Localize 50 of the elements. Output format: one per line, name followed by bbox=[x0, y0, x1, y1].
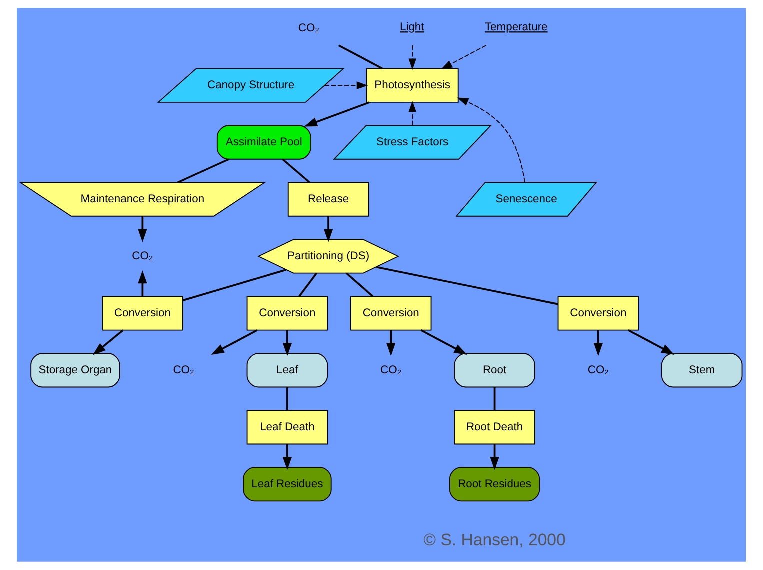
node-box: Leaf Residues bbox=[243, 467, 332, 502]
connector bbox=[494, 387, 496, 410]
node-box: Leaf Death bbox=[246, 410, 328, 445]
node-box: Photosynthesis bbox=[366, 68, 459, 103]
arrow bbox=[408, 45, 417, 70]
node-box: Conversion bbox=[350, 296, 432, 331]
node-box: Root bbox=[454, 353, 536, 388]
node-box: Stem bbox=[661, 353, 743, 388]
connector bbox=[182, 269, 287, 302]
node-box: Assimilate Pool bbox=[216, 125, 312, 160]
connector bbox=[177, 158, 230, 184]
connector bbox=[346, 272, 374, 298]
arrow bbox=[490, 444, 500, 470]
arrow bbox=[304, 102, 370, 127]
node-box: Conversion bbox=[102, 296, 184, 331]
arrow bbox=[420, 330, 468, 355]
arrow bbox=[92, 330, 124, 356]
arrow bbox=[324, 216, 334, 242]
connector bbox=[298, 272, 318, 298]
arrow bbox=[282, 444, 292, 470]
connector bbox=[338, 44, 384, 70]
node-text: Temperature bbox=[484, 22, 548, 34]
arrow bbox=[138, 216, 148, 242]
node-box: Release bbox=[288, 182, 370, 217]
node-text: CO₂ bbox=[132, 250, 154, 262]
connector bbox=[282, 158, 310, 184]
node-text: Light bbox=[400, 22, 424, 34]
arrow bbox=[324, 82, 368, 90]
node-box: Storage Organ bbox=[30, 353, 120, 388]
arrow bbox=[457, 98, 526, 183]
node-text: CO₂ bbox=[173, 364, 194, 376]
node-box: Root Residues bbox=[449, 467, 540, 502]
arrow bbox=[628, 330, 675, 355]
arrow bbox=[282, 330, 292, 356]
arrow bbox=[594, 330, 604, 356]
node-box: Leaf bbox=[246, 353, 328, 388]
connector bbox=[376, 266, 558, 306]
label: © S. Hansen, 2000 bbox=[424, 530, 566, 550]
node-box: Conversion bbox=[246, 296, 328, 331]
arrow bbox=[441, 45, 487, 70]
node-text: CO₂ bbox=[588, 364, 610, 376]
arrow bbox=[408, 101, 417, 126]
node-box: Conversion bbox=[558, 296, 640, 331]
node-box: Root Death bbox=[454, 410, 536, 445]
connector bbox=[286, 387, 288, 410]
node-text: CO₂ bbox=[298, 22, 320, 35]
arrow bbox=[386, 330, 396, 356]
arrow bbox=[138, 270, 148, 296]
arrow bbox=[211, 330, 258, 355]
node-text: CO₂ bbox=[380, 364, 402, 376]
